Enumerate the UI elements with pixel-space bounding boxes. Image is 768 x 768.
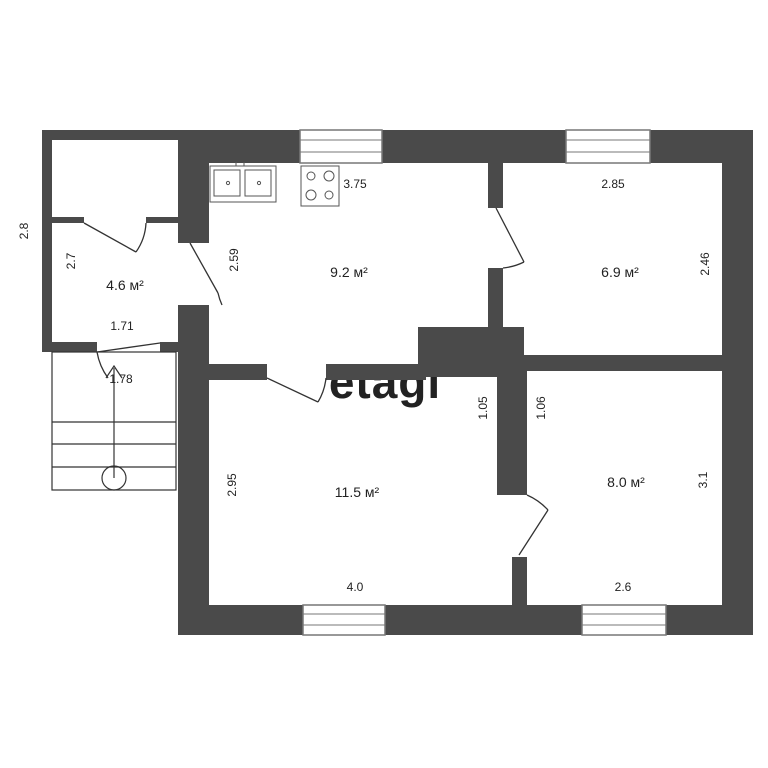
room-area-bedroom-top: 6.9 м² [601, 264, 639, 280]
dim-passage-right: 1.06 [534, 396, 548, 420]
dim-vestibule-width: 1.71 [110, 319, 134, 333]
wall-kitchen-bedroom-a [488, 160, 503, 208]
door-swing-icon [83, 222, 147, 253]
door-swing-icon [266, 377, 327, 403]
dim-stair-width: 1.78 [109, 372, 133, 386]
window-icon [302, 604, 386, 636]
dim-living-width: 4.0 [347, 580, 364, 594]
dimension-labels: 2.8 2.7 1.71 1.78 3.75 2.59 2.85 2.46 1.… [17, 177, 712, 594]
wall-living-bedroom-a [497, 370, 527, 495]
wall-left-lower [178, 305, 209, 635]
wall-vestibule-bottom-a [42, 342, 97, 352]
dim-bedroom-top-width: 2.85 [601, 177, 625, 191]
wall-vestibule-bottom-b [160, 342, 182, 352]
window-icon [565, 129, 651, 164]
dim-kitchen-height: 2.59 [227, 248, 241, 272]
wall-top [178, 130, 753, 163]
room-area-bedroom-bottom: 8.0 м² [607, 474, 645, 490]
sink-icon [209, 162, 277, 203]
wall-bedrooms-divider [503, 355, 725, 371]
dim-vestibule-height: 2.7 [64, 252, 78, 269]
window-icon [299, 129, 383, 164]
wall-vestibule-left [42, 130, 52, 352]
wall-closet-a [52, 217, 84, 223]
stove-icon [300, 165, 340, 207]
room-area-living: 11.5 м² [335, 484, 380, 500]
wall-vestibule-top [42, 130, 182, 140]
wall-kitchen-living-a [209, 364, 267, 380]
windows [299, 129, 667, 636]
wall-closet-b [146, 217, 180, 223]
staircase [51, 351, 177, 491]
room-labels: 4.6 м² 9.2 м² 6.9 м² 11.5 м² 8.0 м² [106, 264, 645, 500]
room-area-kitchen: 9.2 м² [330, 264, 368, 280]
wall-left-upper [178, 130, 209, 243]
dim-living-height: 2.95 [225, 473, 239, 497]
stair-arrow-icon [101, 364, 127, 491]
room-area-vestibule: 4.6 м² [106, 277, 144, 293]
door-swing-icon [96, 342, 161, 379]
doors [83, 207, 549, 556]
door-swing-icon [495, 207, 525, 269]
wall-kitchen-bedroom-b [488, 268, 503, 330]
dim-bedroom-bottom-width: 2.6 [615, 580, 632, 594]
dim-bedroom-bottom-height: 3.1 [696, 471, 710, 488]
dim-outer-left-height: 2.8 [17, 222, 31, 239]
wall-living-bedroom-b [512, 557, 527, 607]
dim-passage-left: 1.05 [476, 396, 490, 420]
wall-right [722, 130, 753, 635]
wall-kitchen-living-b [326, 364, 426, 380]
walls [42, 130, 753, 635]
door-swing-icon [189, 242, 223, 306]
window-icon [581, 604, 667, 636]
dim-bedroom-top-height: 2.46 [698, 252, 712, 276]
dim-kitchen-width: 3.75 [343, 177, 367, 191]
door-swing-icon [518, 494, 549, 556]
